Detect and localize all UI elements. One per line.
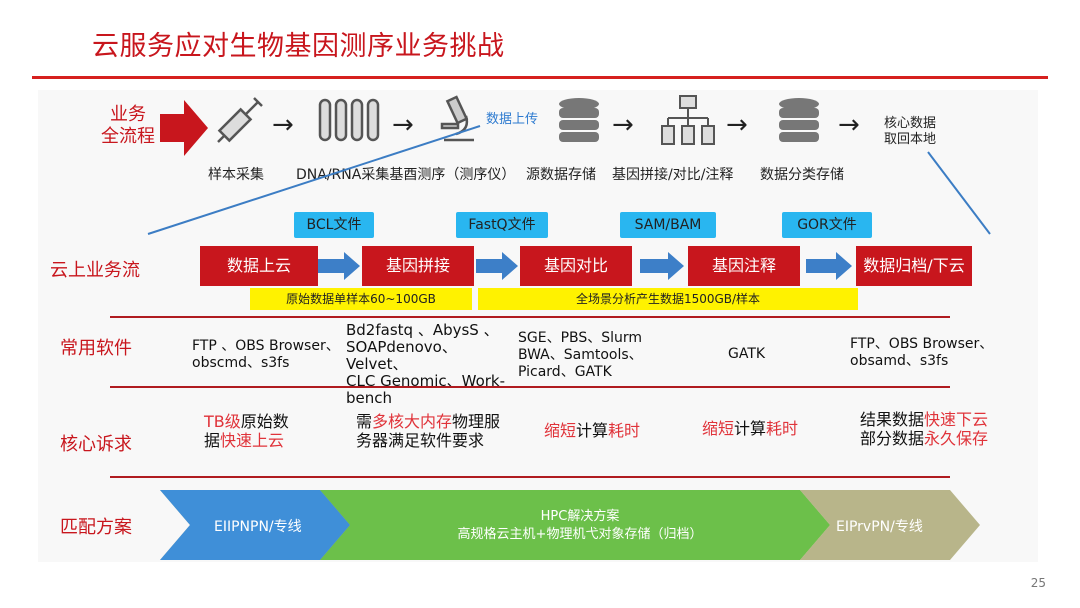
- step-label: DNA/RNA采集基酉测序（测序仪）: [296, 167, 516, 183]
- step-label: 源数据存储: [526, 167, 596, 183]
- need-highlight: 多核大内存: [372, 412, 453, 431]
- solution-seg-1: EIIPNPN/专线: [214, 519, 302, 535]
- need-col-1: TB级原始数 据快速上云: [204, 412, 289, 450]
- flow-box-archive: 数据归档/下云: [856, 246, 972, 286]
- sam-bam-tag: SAM/BAM: [620, 212, 716, 238]
- flow-box-annotate: 基因注释: [688, 246, 800, 286]
- flow-box-compare: 基因对比: [520, 246, 632, 286]
- core-data-line1: 核心数据: [884, 116, 937, 131]
- solution-label: 匹配方案: [60, 517, 132, 538]
- solution-arrow-bar: [160, 490, 980, 560]
- need-highlight: 永久保存: [924, 429, 989, 448]
- yellow-note-analysis: 全场景分析产生数据1500GB/样本: [478, 288, 858, 310]
- need-highlight: 耗时: [608, 421, 641, 440]
- need-text: 据: [204, 431, 221, 450]
- yellow-note-raw: 原始数据单样本60~100GB: [250, 288, 472, 310]
- bcl-file-tag: BCL文件: [294, 212, 374, 238]
- network-icon: [661, 95, 715, 145]
- core-data-line2: 取回本地: [884, 132, 937, 147]
- flow-arrow-icon: →: [392, 110, 414, 140]
- row-divider: [110, 476, 950, 478]
- blue-arrow-icon: [476, 252, 518, 280]
- page-title: 云服务应对生物基因测序业务挑战: [92, 31, 505, 62]
- row-divider: [110, 316, 950, 318]
- need-text: 需: [356, 412, 373, 431]
- need-text: 物理服: [452, 412, 501, 431]
- need-highlight: 快速上云: [220, 431, 285, 450]
- need-text: 结果数据: [860, 410, 925, 429]
- test-tubes-icon: [318, 98, 380, 142]
- title-underline: [32, 76, 1048, 79]
- software-col-3: SGE、PBS、Slurm BWA、Samtools、 Picard、GATK: [518, 330, 643, 380]
- step-label: 样本采集: [208, 167, 264, 183]
- need-highlight: TB级: [204, 412, 241, 431]
- need-col-2: 需多核大内存物理服 务器满足软件要求: [356, 412, 500, 450]
- page-number: 25: [1030, 576, 1046, 590]
- need-text: 计算: [734, 419, 767, 438]
- big-red-arrow-icon: [160, 100, 208, 156]
- flow-box-splice: 基因拼接: [362, 246, 474, 286]
- cloud-flow-label: 云上业务流: [50, 260, 140, 281]
- need-col-5: 结果数据快速下云 部分数据永久保存: [860, 410, 988, 448]
- blue-arrow-icon: [640, 252, 684, 280]
- workflow-label: 业务 全流程: [98, 104, 158, 148]
- step-label: 基因拼接/对比/注释: [612, 167, 734, 183]
- need-text: 部分数据: [860, 429, 925, 448]
- gor-file-tag: GOR文件: [782, 212, 872, 238]
- core-data-return: 核心数据 取回本地: [884, 116, 936, 148]
- software-col-1: FTP 、OBS Browser、 obscmd、s3fs: [192, 338, 340, 371]
- need-col-4: 缩短计算耗时: [702, 419, 798, 438]
- needs-label: 核心诉求: [60, 434, 132, 455]
- blue-arrow-icon: [318, 252, 360, 280]
- workflow-label-line2: 全流程: [101, 126, 155, 147]
- database-icon: [779, 98, 819, 142]
- software-col-5: FTP、OBS Browser、 obsamd、s3fs: [850, 336, 994, 369]
- software-col-4: GATK: [728, 346, 766, 362]
- solution-seg-2-line2: 高规格云主机+物理机弋对象存储（归档）: [457, 527, 703, 542]
- solution-seg-2-line1: HPC解决方案: [540, 509, 620, 524]
- upload-label: 数据上传: [486, 112, 539, 127]
- flow-arrow-icon: →: [612, 110, 634, 140]
- step-label: 数据分类存储: [760, 167, 844, 183]
- need-text: 务器满足软件要求: [356, 431, 485, 450]
- software-col-2: Bd2fastq 、AbysS 、 SOAPdenovo、Velvet、 CLC…: [346, 321, 506, 407]
- software-label: 常用软件: [60, 338, 132, 359]
- flow-box-upload: 数据上云: [200, 246, 318, 286]
- need-col-3: 缩短计算耗时: [544, 421, 640, 440]
- need-highlight: 缩短: [544, 421, 577, 440]
- solution-seg-2: HPC解决方案 高规格云主机+物理机弋对象存储（归档）: [370, 508, 790, 544]
- need-highlight: 快速下云: [924, 410, 989, 429]
- database-icon: [559, 98, 599, 142]
- blue-arrow-icon: [806, 252, 852, 280]
- syringe-icon: [217, 97, 263, 143]
- need-text: 计算: [576, 421, 609, 440]
- microscope-icon: [440, 95, 474, 142]
- need-highlight: 缩短: [702, 419, 735, 438]
- flow-arrow-icon: →: [726, 110, 748, 140]
- workflow-label-line1: 业务: [110, 104, 146, 125]
- flow-arrow-icon: →: [838, 110, 860, 140]
- row-divider: [110, 386, 950, 388]
- fastq-file-tag: FastQ文件: [456, 212, 548, 238]
- content-panel: [38, 90, 1038, 562]
- flow-arrow-icon: →: [272, 110, 294, 140]
- need-text: 原始数: [240, 412, 289, 431]
- need-highlight: 耗时: [766, 419, 799, 438]
- solution-seg-3: EIPrvPN/专线: [836, 519, 923, 535]
